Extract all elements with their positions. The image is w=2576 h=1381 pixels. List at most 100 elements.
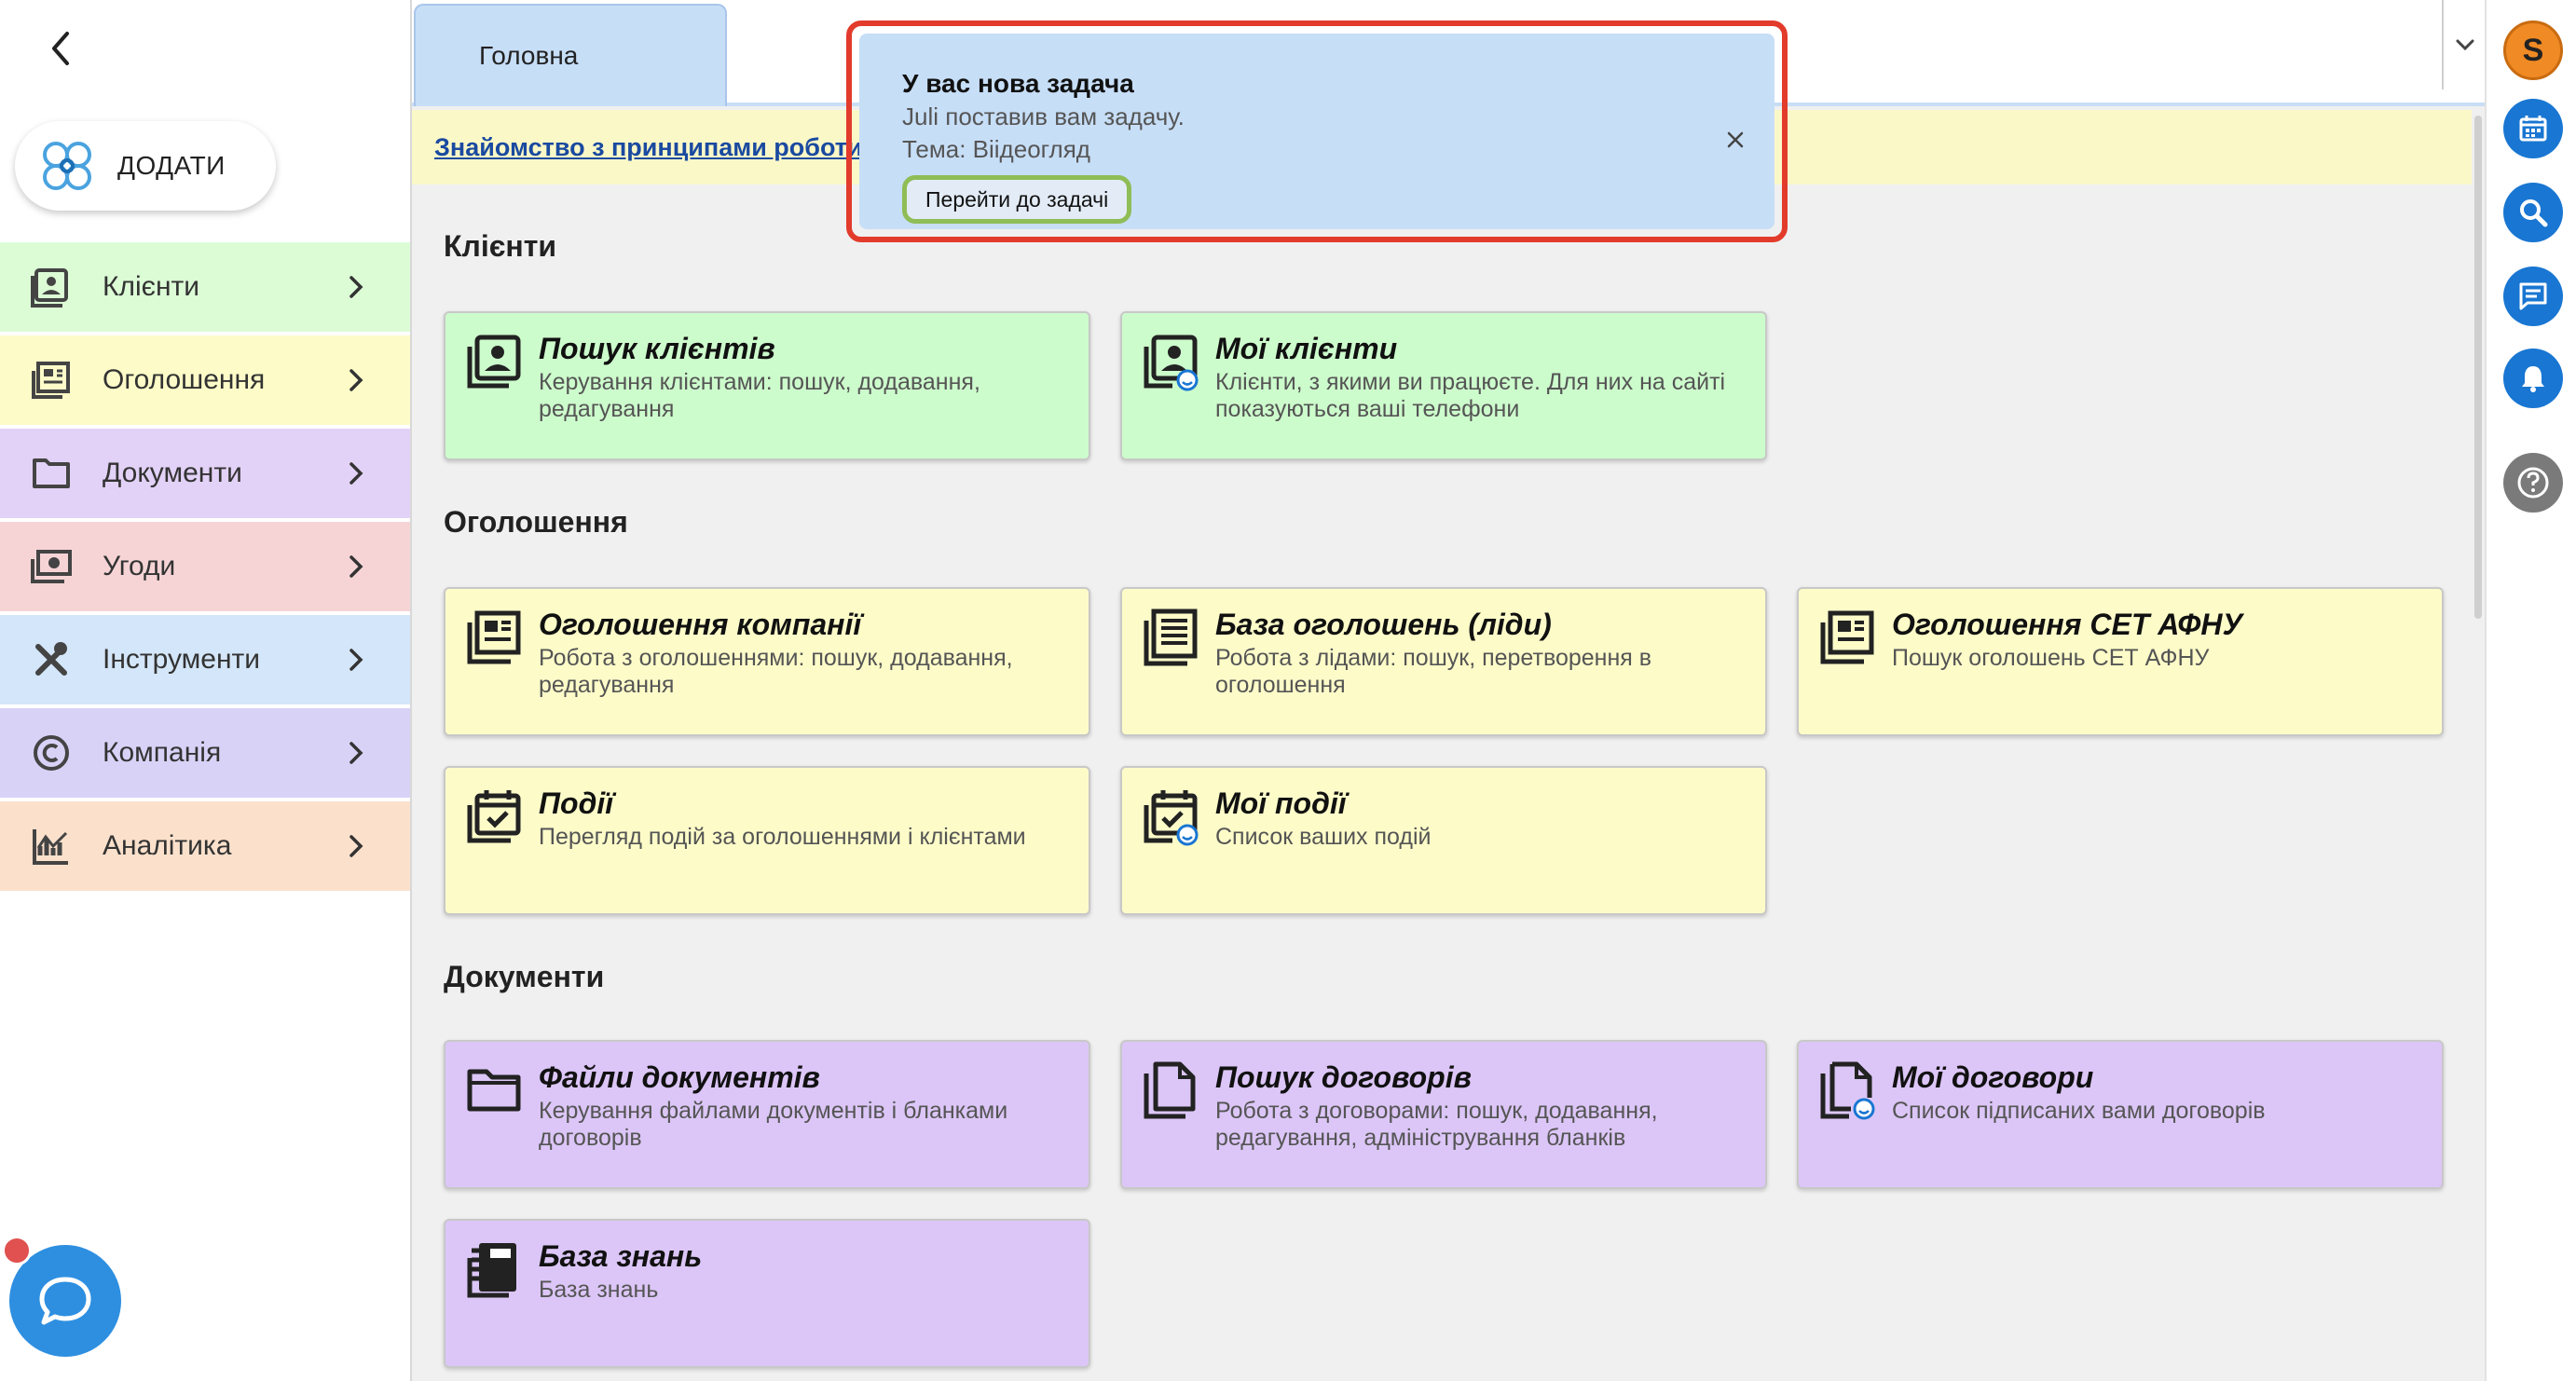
sidebar-item-tools[interactable]: Інструменти <box>0 615 410 704</box>
back-button[interactable] <box>34 21 89 76</box>
card-document-files[interactable]: Файли документів Керування файлами докум… <box>444 1040 1090 1189</box>
card-afnu-ads[interactable]: Оголошення СЕТ АФНУ Пошук оголошень СЕТ … <box>1797 587 2444 736</box>
calendar-check-icon <box>467 790 521 843</box>
go-to-task-button[interactable]: Перейти до задачі <box>902 175 1132 224</box>
card-description: Список підписаних вами договорів <box>1892 1098 2266 1124</box>
card-description: Керування клієнтами: пошук, додавання, р… <box>539 369 980 422</box>
card-knowledge-base[interactable]: База знань База знань <box>444 1219 1090 1368</box>
bell-icon <box>2522 366 2544 392</box>
card-description: Клієнти, з якими ви працюєте. Для них на… <box>1215 369 1726 422</box>
chevron-right-icon <box>349 276 363 298</box>
card-client-search[interactable]: Пошук клієнтів Керування клієнтами: пошу… <box>444 311 1090 460</box>
add-logo-icon <box>43 142 91 190</box>
section-title-ads: Оголошення <box>444 505 628 539</box>
notification-subject: Тема: Віідеогляд <box>902 135 1090 163</box>
card-description: Керування файлами документів і бланками … <box>539 1098 1008 1151</box>
scrollbar-thumb[interactable] <box>2474 116 2482 619</box>
analytics-icon <box>30 825 73 868</box>
card-title: Мої події <box>1215 786 1347 820</box>
card-title: Оголошення СЕТ АФНУ <box>1892 608 2243 641</box>
sidebar-item-label: Документи <box>103 458 242 488</box>
section-title-documents: Документи <box>444 960 605 993</box>
sidebar-item-documents[interactable]: Документи <box>0 429 410 518</box>
chevron-right-icon <box>349 649 363 671</box>
right-rail: S <box>2485 0 2576 1381</box>
card-title: Файли документів <box>539 1060 820 1094</box>
tab-home[interactable]: Головна <box>414 4 727 106</box>
section-title-clients: Клієнти <box>444 229 557 263</box>
tools-icon <box>30 638 73 681</box>
card-my-events[interactable]: Мої події Список ваших подій <box>1120 766 1767 915</box>
card-description: Робота з договорами: пошук, додавання, р… <box>1215 1098 1658 1151</box>
card-company-ads[interactable]: Оголошення компанії Робота з оголошенням… <box>444 587 1090 736</box>
card-my-clients[interactable]: Мої клієнти Клієнти, з якими ви працюєте… <box>1120 311 1767 460</box>
card-description: База знань <box>539 1277 659 1303</box>
help-button[interactable] <box>2503 453 2563 513</box>
chevron-right-icon <box>349 835 363 857</box>
main-area: Головна Знайомство з принципами роботи К… <box>410 0 2487 1381</box>
chat-bubble-icon <box>39 1277 91 1325</box>
sidebar-item-ads[interactable]: Оголошення <box>0 335 410 425</box>
sidebar-item-deals[interactable]: Угоди <box>0 522 410 611</box>
card-title: Пошук договорів <box>1215 1060 1472 1094</box>
notification-highlight: У вас нова задача Juli поставив вам зада… <box>846 21 1788 242</box>
card-ads-base[interactable]: База оголошень (ліди) Робота з лідами: п… <box>1120 587 1767 736</box>
card-title: База оголошень (ліди) <box>1215 608 1552 641</box>
messages-button[interactable] <box>2503 267 2563 326</box>
list-document-icon <box>1144 608 1198 666</box>
chat-button[interactable] <box>9 1245 121 1357</box>
help-icon <box>2517 467 2549 499</box>
search-icon <box>2520 199 2548 227</box>
sidebar-item-company[interactable]: Компанія <box>0 708 410 798</box>
user-avatar[interactable]: S <box>2503 21 2563 80</box>
sidebar-item-analytics[interactable]: Аналітика <box>0 801 410 891</box>
close-button[interactable] <box>1722 127 1748 153</box>
chevron-right-icon <box>349 742 363 764</box>
add-button[interactable]: ДОДАТИ <box>15 121 276 211</box>
calendar-icon <box>2519 116 2547 142</box>
folder-icon <box>467 1069 521 1112</box>
notification-title: У вас нова задача <box>902 69 1134 98</box>
card-description: Перегляд подій за оголошеннями і клієнта… <box>539 824 1026 850</box>
newspaper-icon <box>467 610 521 664</box>
sidebar-item-label: Угоди <box>103 551 176 581</box>
scrollbar[interactable] <box>2472 106 2485 1381</box>
card-title: Мої клієнти <box>1215 332 1398 365</box>
sidebar-item-label: Оголошення <box>103 364 266 395</box>
tabs-dropdown-button[interactable] <box>2442 0 2487 89</box>
search-button[interactable] <box>2503 183 2563 242</box>
sidebar-item-clients[interactable]: Клієнти <box>0 242 410 332</box>
my-clients-icon <box>1144 335 1199 391</box>
sidebar-item-label: Інструменти <box>103 644 261 675</box>
sidebar-nav: Клієнти Оголошення Документи Угоди <box>0 242 410 895</box>
copyright-icon <box>30 732 73 774</box>
sidebar-item-label: Компанія <box>103 737 222 768</box>
notifications-button[interactable] <box>2503 349 2563 408</box>
task-notification: У вас нова задача Juli поставив вам зада… <box>859 34 1774 229</box>
notification-text: Juli поставив вам задачу. <box>902 103 1185 130</box>
folder-icon <box>30 452 73 495</box>
card-title: Мої договори <box>1892 1060 2094 1094</box>
card-title: Оголошення компанії <box>539 608 862 641</box>
arrow-left-icon <box>52 32 69 65</box>
chevron-right-icon <box>349 462 363 485</box>
intro-link[interactable]: Знайомство з принципами роботи <box>434 132 863 161</box>
card-title: Події <box>539 786 614 820</box>
card-title: База знань <box>539 1239 703 1273</box>
sidebar-item-label: Аналітика <box>103 830 232 861</box>
sidebar-item-label: Клієнти <box>103 271 200 302</box>
client-card-icon <box>30 266 73 308</box>
card-contract-search[interactable]: Пошук договорів Робота з договорами: пош… <box>1120 1040 1767 1189</box>
card-events[interactable]: Події Перегляд подій за оголошеннями і к… <box>444 766 1090 915</box>
add-button-label: ДОДАТИ <box>117 151 226 180</box>
chevron-right-icon <box>349 369 363 391</box>
my-contracts-icon <box>1820 1061 1875 1120</box>
dashboard-content: Клієнти Пошук клієнтів Керування клієнта… <box>412 185 2462 1381</box>
chevron-down-icon <box>2456 39 2474 51</box>
newspaper-icon <box>30 359 73 402</box>
sidebar: ДОДАТИ Клієнти Оголошення Документи <box>0 0 410 1381</box>
calendar-button[interactable] <box>2503 99 2563 158</box>
card-description: Робота з оголошеннями: пошук, додавання,… <box>539 645 1013 698</box>
newspaper-icon <box>1820 610 1874 664</box>
card-my-contracts[interactable]: Мої договори Список підписаних вами дого… <box>1797 1040 2444 1189</box>
